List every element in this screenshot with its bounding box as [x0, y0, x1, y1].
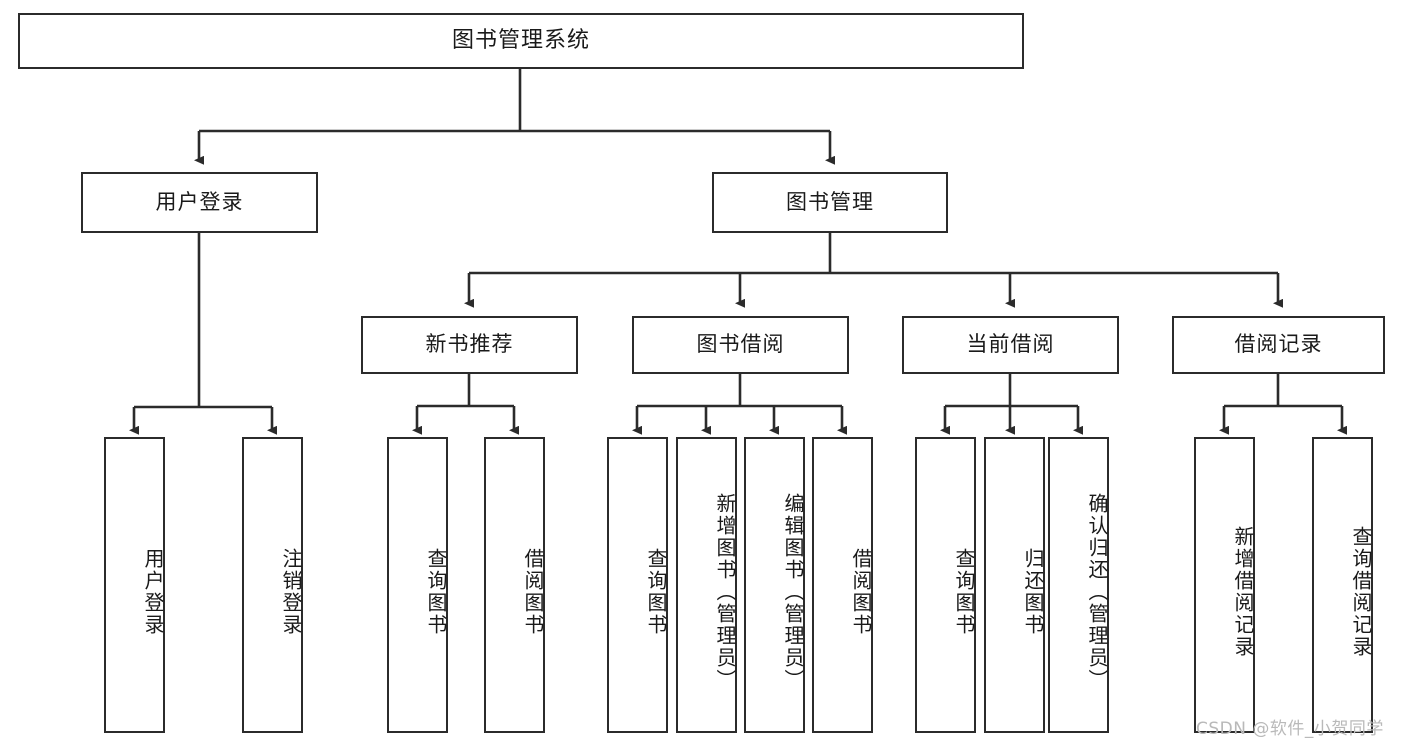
leaf-borrow-edit-book-admin[interactable]: 编辑图书（管理员） [744, 437, 805, 733]
node-user-login[interactable]: 用户登录 [81, 172, 318, 233]
leaf-current-confirm-return-admin[interactable]: 确认归还（管理员） [1048, 437, 1109, 733]
node-label: 借阅记录 [1234, 332, 1323, 357]
node-label: 查询图书 [644, 548, 668, 636]
leaf-recommend-borrow-book[interactable]: 借阅图书 [484, 437, 545, 733]
node-book-borrow[interactable]: 图书借阅 [632, 316, 849, 374]
node-label: 用户登录 [141, 548, 165, 636]
leaf-user-login[interactable]: 用户登录 [104, 437, 165, 733]
node-label: 用户登录 [155, 189, 244, 214]
node-label: 当前借阅 [966, 332, 1055, 357]
leaf-borrow-query-book[interactable]: 查询图书 [607, 437, 668, 733]
leaf-user-logout[interactable]: 注销登录 [242, 437, 303, 733]
node-label: 归还图书 [1021, 548, 1045, 636]
node-borrow-record[interactable]: 借阅记录 [1172, 316, 1385, 374]
node-label: 编辑图书（管理员） [781, 493, 805, 691]
leaf-borrow-borrow-book[interactable]: 借阅图书 [812, 437, 873, 733]
node-label: 图书管理 [786, 189, 874, 214]
leaf-record-add-borrow-record[interactable]: 新增借阅记录 [1194, 437, 1255, 733]
watermark-credit: CSDN @软件_小贺同学 [1196, 719, 1384, 739]
leaf-recommend-query-book[interactable]: 查询图书 [387, 437, 448, 733]
node-label: 借阅图书 [521, 548, 545, 636]
leaf-borrow-add-book-admin[interactable]: 新增图书（管理员） [676, 437, 737, 733]
node-label: 新增借阅记录 [1231, 526, 1255, 658]
node-label: 确认归还（管理员） [1085, 493, 1109, 691]
node-new-book-recommend[interactable]: 新书推荐 [361, 316, 578, 374]
node-label: 图书借阅 [696, 332, 785, 357]
leaf-current-return-book[interactable]: 归还图书 [984, 437, 1045, 733]
node-root-system[interactable]: 图书管理系统 [18, 13, 1024, 69]
node-label: 查询图书 [424, 548, 448, 636]
node-label: 新书推荐 [425, 332, 514, 357]
node-label: 注销登录 [279, 548, 303, 636]
node-label: 查询图书 [952, 548, 976, 636]
leaf-record-query-borrow-record[interactable]: 查询借阅记录 [1312, 437, 1373, 733]
node-book-management[interactable]: 图书管理 [712, 172, 948, 233]
node-label: 查询借阅记录 [1349, 526, 1373, 658]
node-label: 新增图书（管理员） [713, 493, 737, 691]
leaf-current-query-book[interactable]: 查询图书 [915, 437, 976, 733]
node-current-borrow[interactable]: 当前借阅 [902, 316, 1119, 374]
node-label: 图书管理系统 [451, 27, 590, 53]
node-label: 借阅图书 [849, 548, 873, 636]
